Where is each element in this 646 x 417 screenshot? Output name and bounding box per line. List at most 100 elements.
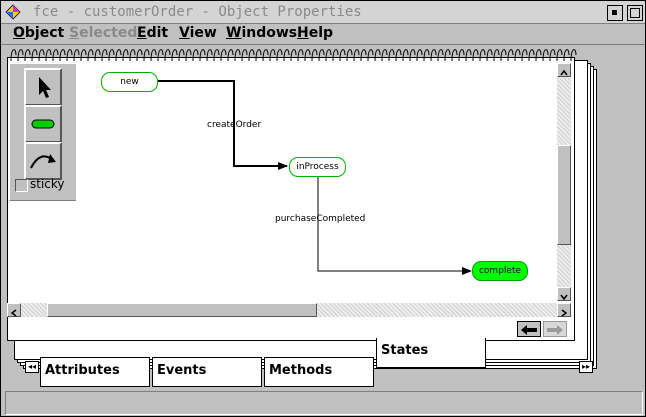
spiral-ring — [241, 49, 248, 62]
spiral-ring — [101, 49, 108, 62]
spiral-ring — [304, 49, 311, 62]
spiral-ring — [269, 49, 276, 62]
spiral-ring — [283, 49, 290, 62]
menu-windows[interactable]: Windows — [226, 25, 298, 41]
next-page-button[interactable] — [543, 321, 567, 337]
tab-attributes[interactable]: Attributes — [40, 357, 150, 387]
spiral-ring — [87, 49, 94, 62]
spiral-ring — [248, 49, 255, 62]
transition-label-purchasecompleted[interactable]: purchaseCompleted — [275, 214, 366, 224]
spiral-ring — [360, 49, 367, 62]
tab-states[interactable]: States — [376, 338, 486, 368]
spiral-ring — [528, 49, 535, 62]
minimize-button[interactable] — [607, 5, 623, 21]
sticky-label: sticky — [30, 177, 65, 191]
menu-view[interactable]: View — [179, 25, 217, 41]
spiral-ring — [472, 49, 479, 62]
transition-tool-icon — [30, 154, 56, 169]
spiral-ring — [206, 49, 213, 62]
title-bar[interactable]: fce - customerOrder - Object Properties — [1, 1, 645, 24]
tab-events[interactable]: Events — [152, 357, 262, 387]
spiral-ring — [521, 49, 528, 62]
chevron-up-icon — [560, 69, 568, 76]
spiral-ring — [339, 49, 346, 62]
spiral-ring — [24, 49, 31, 62]
spiral-ring — [388, 49, 395, 62]
state-new[interactable]: new — [101, 72, 158, 92]
horizontal-scroll-thumb[interactable] — [47, 303, 317, 317]
spiral-ring — [444, 49, 451, 62]
vertical-scrollbar[interactable] — [557, 63, 571, 301]
spiral-ring — [402, 49, 409, 62]
spiral-ring — [430, 49, 437, 62]
status-bar — [5, 391, 643, 415]
scroll-down-button[interactable] — [557, 287, 571, 301]
spiral-ring — [458, 49, 465, 62]
select-tool-button[interactable] — [24, 68, 62, 106]
window-title: fce - customerOrder - Object Properties — [33, 4, 362, 20]
scroll-up-button[interactable] — [557, 63, 571, 77]
transition-label-createorder[interactable]: createOrder — [207, 120, 262, 130]
spiral-ring — [178, 49, 185, 62]
horizontal-scrollbar[interactable] — [7, 303, 571, 317]
menu-object[interactable]: Object — [13, 25, 65, 41]
prev-page-button[interactable] — [517, 321, 541, 337]
state-tool-button[interactable] — [24, 105, 62, 143]
spiral-ring — [381, 49, 388, 62]
tab-methods[interactable]: Methods — [264, 357, 374, 387]
menu-edit[interactable]: Edit — [137, 25, 169, 41]
spiral-ring — [318, 49, 325, 62]
state-diagram-canvas[interactable]: new inProcess complete createOrder purch… — [76, 63, 556, 303]
spiral-ring — [395, 49, 402, 62]
spiral-ring — [311, 49, 318, 62]
maximize-button[interactable] — [627, 5, 643, 21]
spiral-ring — [367, 49, 374, 62]
spiral-ring — [45, 49, 52, 62]
spiral-ring — [514, 49, 521, 62]
chevron-down-icon — [560, 294, 568, 301]
vertical-scroll-thumb[interactable] — [557, 145, 571, 245]
spiral-ring — [192, 49, 199, 62]
spiral-ring — [542, 49, 549, 62]
app-icon[interactable] — [5, 4, 21, 20]
state-complete[interactable]: complete — [472, 261, 528, 281]
spiral-ring — [38, 49, 45, 62]
spiral-ring — [220, 49, 227, 62]
spiral-ring — [227, 49, 234, 62]
arrow-pointer-icon — [39, 77, 51, 98]
spiral-ring — [115, 49, 122, 62]
spiral-ring — [129, 49, 136, 62]
scroll-right-button[interactable] — [557, 303, 571, 317]
transition-tool-button[interactable] — [24, 142, 62, 180]
spiral-ring — [465, 49, 472, 62]
transition-line-createOrder[interactable] — [157, 80, 288, 170]
spiral-ring — [325, 49, 332, 62]
menu-help[interactable]: Help — [297, 25, 334, 41]
menu-selected[interactable]: Selected — [69, 25, 138, 41]
spiral-ring — [276, 49, 283, 62]
spiral-ring — [297, 49, 304, 62]
transition-lines — [157, 80, 472, 275]
spiral-ring — [507, 49, 514, 62]
scroll-left-button[interactable] — [7, 303, 21, 317]
spiral-ring — [73, 49, 80, 62]
spiral-ring — [255, 49, 262, 62]
spiral-ring — [213, 49, 220, 62]
prev-page-arrow-icon — [521, 325, 537, 335]
spiral-ring — [437, 49, 444, 62]
spiral-ring — [549, 49, 556, 62]
spiral-ring — [535, 49, 542, 62]
spiral-ring — [122, 49, 129, 62]
spiral-ring — [171, 49, 178, 62]
spiral-ring — [108, 49, 115, 62]
spiral-ring — [143, 49, 150, 62]
tabs-scroll-right-button[interactable]: ▸▸ — [579, 361, 593, 373]
spiral-ring — [262, 49, 269, 62]
spiral-ring — [479, 49, 486, 62]
spiral-ring — [423, 49, 430, 62]
tabs-scroll-left-button[interactable]: ◂◂ — [25, 361, 39, 373]
state-inprocess[interactable]: inProcess — [289, 157, 346, 177]
sticky-checkbox[interactable] — [15, 179, 28, 192]
transition-line-purchaseCompleted[interactable] — [317, 176, 472, 275]
